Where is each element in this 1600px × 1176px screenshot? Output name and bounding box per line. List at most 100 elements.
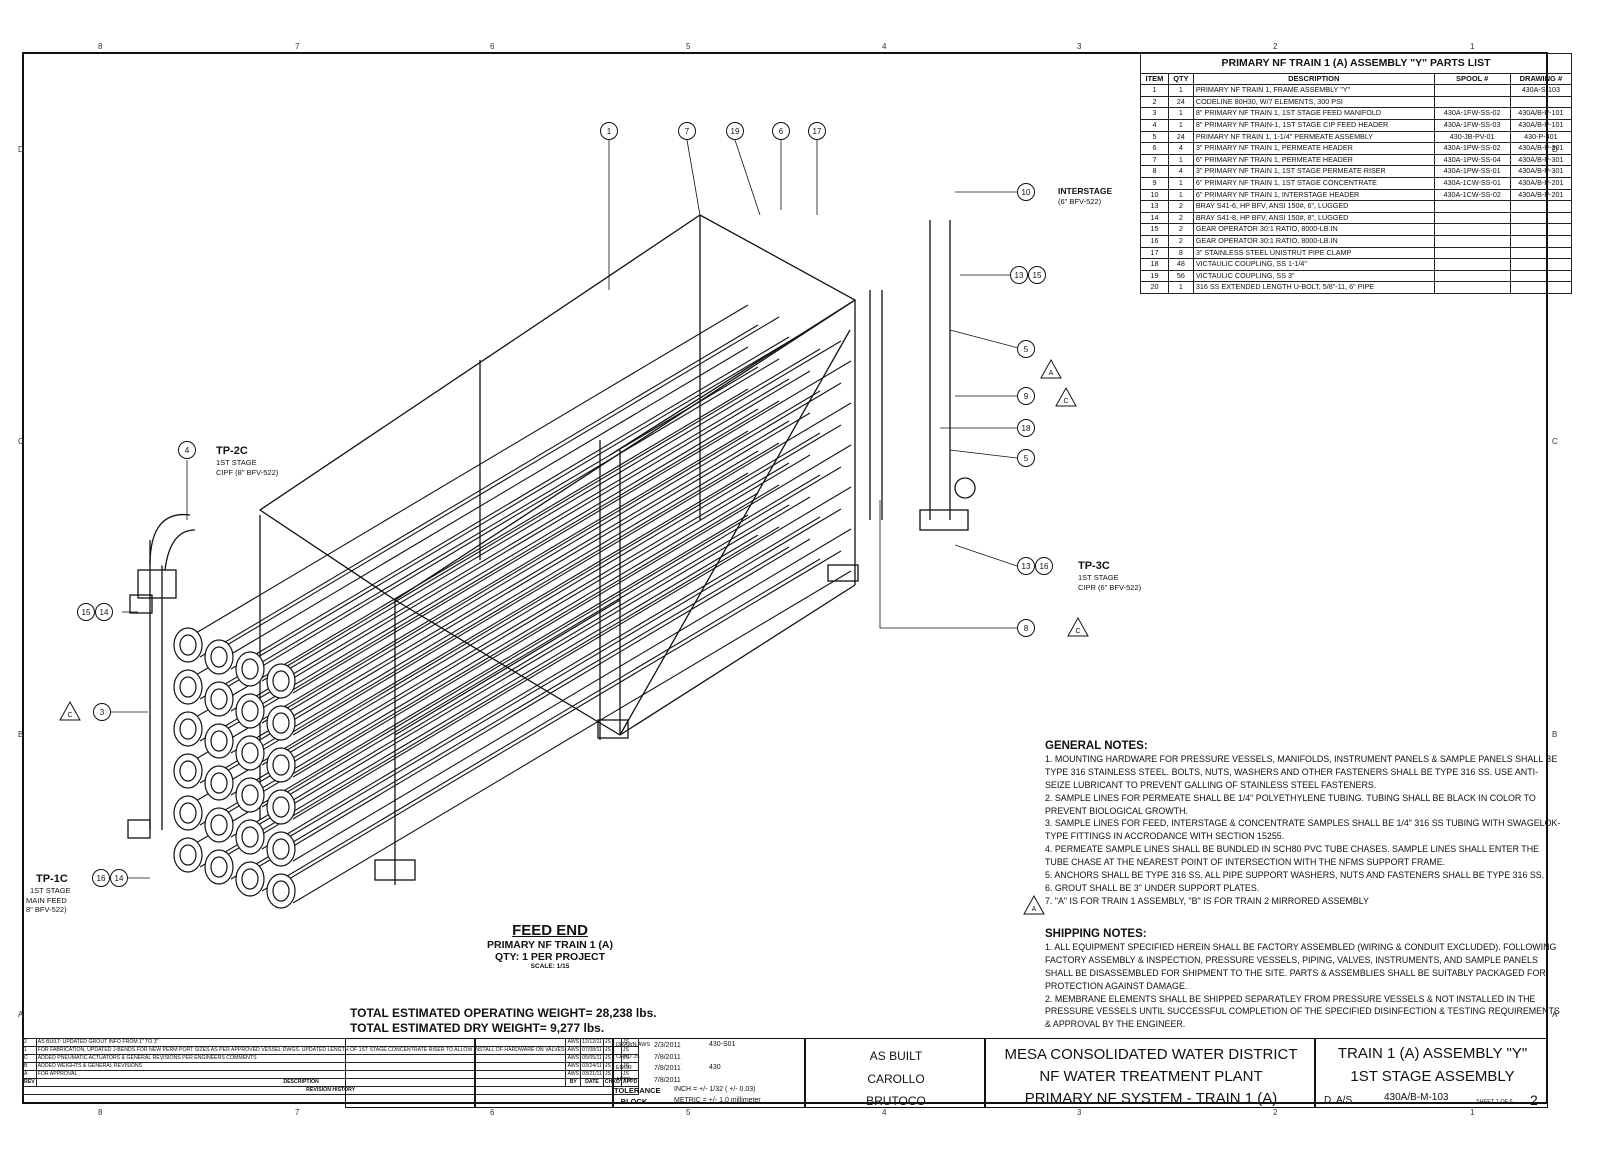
pressure-vessel (257, 328, 821, 682)
tie-point-line: 1ST STAGE (1078, 573, 1119, 582)
parts-cell: 430A-1FW-SS-02 (1433, 107, 1511, 120)
contractor-value: BRUTOCO (866, 1094, 926, 1108)
vessel-end-cap-inner (179, 844, 197, 866)
tie-point-line: 8" BFV-522) (26, 905, 67, 914)
dry-weight: TOTAL ESTIMATED DRY WEIGHT= 9,277 lbs. (350, 1021, 605, 1035)
parts-cell (1433, 269, 1511, 283)
pressure-vessel (226, 400, 790, 754)
revision-cell: 1 (22, 1046, 37, 1055)
callout-bubble: 19 (726, 122, 744, 140)
revision-number: 2 (1530, 1092, 1538, 1108)
view-label: FEED END PRIMARY NF TRAIN 1 (A) QTY: 1 P… (440, 922, 660, 970)
date-code: DRAWN AWS (616, 1042, 651, 1048)
zone-number: 2 (1273, 1108, 1278, 1117)
pressure-vessel (288, 466, 852, 820)
delta-label: C (1063, 398, 1068, 405)
vessel-end-cap-inner (210, 646, 228, 668)
parts-header-cell: DRAWING # (1509, 72, 1573, 86)
callout-bubble: 6 (772, 122, 790, 140)
zone-number: 8 (98, 1108, 103, 1117)
zone-number: 7 (295, 1108, 300, 1117)
zone-number: 6 (490, 1108, 495, 1117)
callout-bubble: 7 (678, 122, 696, 140)
parts-cell: 430A-1PW-SS-04 (1433, 153, 1511, 167)
parts-header-cell: ITEM (1140, 72, 1169, 86)
parts-cell (1509, 269, 1573, 283)
tie-point-line: 1ST STAGE (216, 458, 257, 467)
sheet-border (22, 52, 1548, 1104)
tolerance-metric: METRIC = +/- 1.0 millimeter (674, 1097, 761, 1104)
tie-point-line: CIPF (8" BFV-522) (216, 467, 279, 477)
sheet-number: 430 (709, 1064, 721, 1071)
parts-cell: 430A-1CW-SS-01 (1433, 176, 1511, 190)
parts-cell (1433, 95, 1511, 109)
parts-cell: 9 (1140, 176, 1169, 190)
parts-cell: 430A/B-P-201 (1509, 176, 1573, 190)
parts-cell: 430-JB-PV-01 (1433, 130, 1511, 144)
parts-cell: 6" PRIMARY NF TRAIN 1, INTERSTAGE HEADER (1192, 188, 1435, 202)
zone-number: 8 (98, 42, 103, 51)
tolerance-label: TOLERANCE BLOCK (614, 1086, 661, 1106)
general-notes-title: GENERAL NOTES: (1045, 740, 1148, 752)
callout-bubble: 4 (178, 441, 196, 459)
note-item: 7. "A" IS FOR TRAIN 1 ASSEMBLY, "B" IS F… (1045, 895, 1369, 906)
note-item: 5. ANCHORS SHALL BE TYPE 316 SS. ALL PIP… (1045, 870, 1545, 881)
callout-bubble: 14 (110, 869, 128, 887)
parts-list-title: PRIMARY NF TRAIN 1 (A) ASSEMBLY "Y" PART… (1140, 53, 1572, 74)
parts-cell: 1 (1167, 281, 1194, 294)
vessel-end-cap-inner (272, 754, 290, 776)
parts-cell: VICTAULIC COUPLING, SS 1-1/4" (1192, 258, 1435, 271)
parts-cell: 430A/B-P-301 (1509, 153, 1573, 167)
note-item: 4. PERMEATE SAMPLE LINES SHALL BE BUNDLE… (1045, 844, 1540, 868)
parts-cell: 2 (1167, 223, 1194, 236)
pressure-vessel (288, 382, 852, 736)
sheet-of: SHEET 1 OF 6 (1476, 1099, 1513, 1105)
parts-cell: 10 (1140, 188, 1169, 202)
zone-letter: A (1552, 1010, 1558, 1019)
parts-cell: 13 (1140, 200, 1169, 213)
parts-cell: 17 (1140, 246, 1169, 260)
parts-cell: 1 (1167, 107, 1194, 120)
tolerance-inch: INCH = +/- 1/32 ( +/- 0.03) (674, 1086, 756, 1093)
pressure-vessel (288, 550, 852, 904)
parts-cell: 316 SS EXTENDED LENGTH U-BOLT, 5/8"-11, … (1192, 281, 1435, 294)
parts-cell (1509, 223, 1573, 236)
tie-point-name: TP-1C (36, 873, 68, 885)
parts-cell (1509, 281, 1573, 294)
parts-cell: 430A/B-P-301 (1509, 142, 1573, 155)
note-item: 1. ALL EQUIPMENT SPECIFIED HEREIN SHALL … (1045, 941, 1557, 991)
parts-cell: 430A-1CW-SS-02 (1433, 188, 1511, 202)
tie-point-line: (6" BFV-522) (1058, 196, 1102, 206)
vessel-end-cap-inner (241, 742, 259, 764)
parts-cell (1509, 246, 1573, 260)
vessel-end-cap-inner (241, 784, 259, 806)
parts-cell: 8 (1140, 165, 1169, 178)
vessel-end-cap-inner (210, 688, 228, 710)
parts-cell (1509, 95, 1573, 109)
callout-bubble: 16 (1035, 557, 1053, 575)
parts-cell: 2 (1140, 95, 1169, 109)
parts-cell: 3" PRIMARY NF TRAIN 1, 1ST STAGE PERMEAT… (1192, 165, 1435, 178)
drawing-title-line: TRAIN 1 (A) ASSEMBLY "Y" (1337, 1045, 1528, 1062)
parts-cell: 15 (1140, 223, 1169, 236)
parts-cell: PRIMARY NF TRAIN 1, 1-1/4" PERMEATE ASSE… (1192, 130, 1435, 144)
parts-cell: BRAY S41-6, HP BFV, ANSI 150#, 6", LUGGE… (1192, 200, 1435, 213)
parts-cell: 4 (1167, 165, 1194, 178)
callout-bubble: 16 (92, 869, 110, 887)
note-item: 2. MEMBRANE ELEMENTS SHALL BE SHIPPED SE… (1045, 993, 1560, 1030)
parts-cell: GEAR OPERATOR 30:1 RATIO, 8000-LB.IN (1192, 234, 1435, 248)
callout-bubble: 1 (600, 122, 618, 140)
callout-bubble: 15 (77, 603, 95, 621)
parts-cell: 4 (1140, 118, 1169, 132)
engineer-value: CAROLLO (867, 1072, 925, 1086)
callout-bubble: 10 (1017, 183, 1035, 201)
delta-label: A (1032, 906, 1037, 913)
